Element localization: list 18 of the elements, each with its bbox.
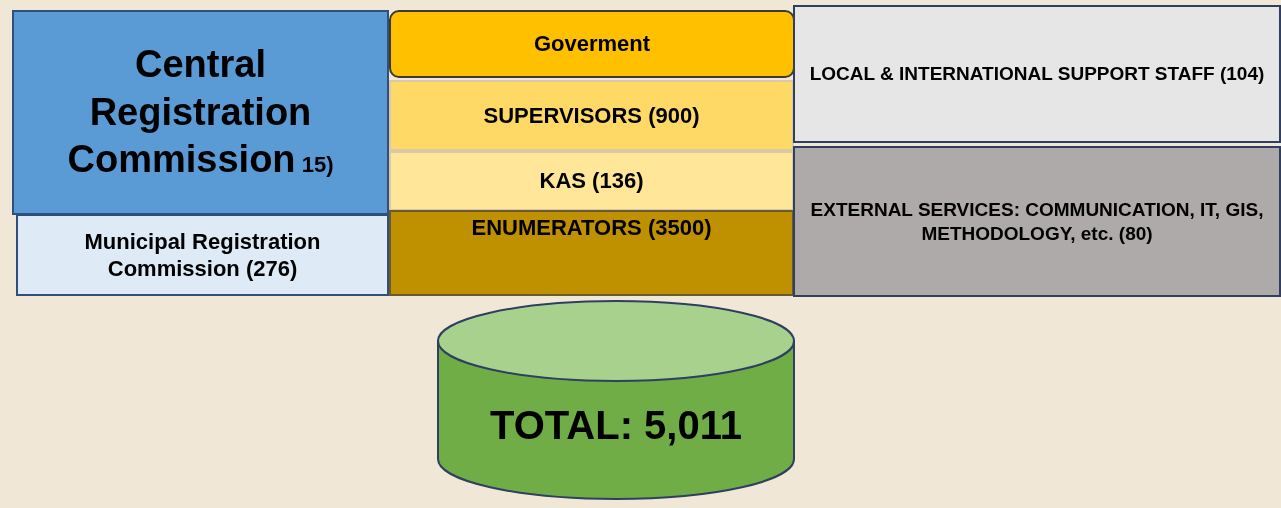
label-box [12, 10, 389, 215]
box-label: Central Registration Commission 15) [66, 42, 335, 183]
box-label: KAS (136) [539, 167, 644, 195]
label-box [793, 5, 1281, 143]
total-cylinder [437, 300, 795, 500]
box-label: LOCAL & INTERNATIONAL SUPPORT STAFF (104) [809, 62, 1265, 86]
box-label: EXTERNAL SERVICES: COMMUNICATION, IT, GIS, METHODOLOGY, etc. (80) [809, 197, 1265, 246]
box-label: Municipal Registration Commission (276) [83, 227, 322, 283]
box-label: ENUMERATORS (3500) [471, 214, 712, 242]
label-box [389, 210, 794, 296]
label-box [793, 146, 1281, 297]
box-label: Goverment [533, 30, 651, 58]
label-box [16, 214, 389, 296]
label-box [389, 10, 795, 78]
box-label: TOTAL: 5,011 [490, 402, 742, 449]
box-label: SUPERVISORS (900) [483, 101, 700, 130]
label-box [389, 80, 794, 151]
label-box [389, 151, 794, 211]
